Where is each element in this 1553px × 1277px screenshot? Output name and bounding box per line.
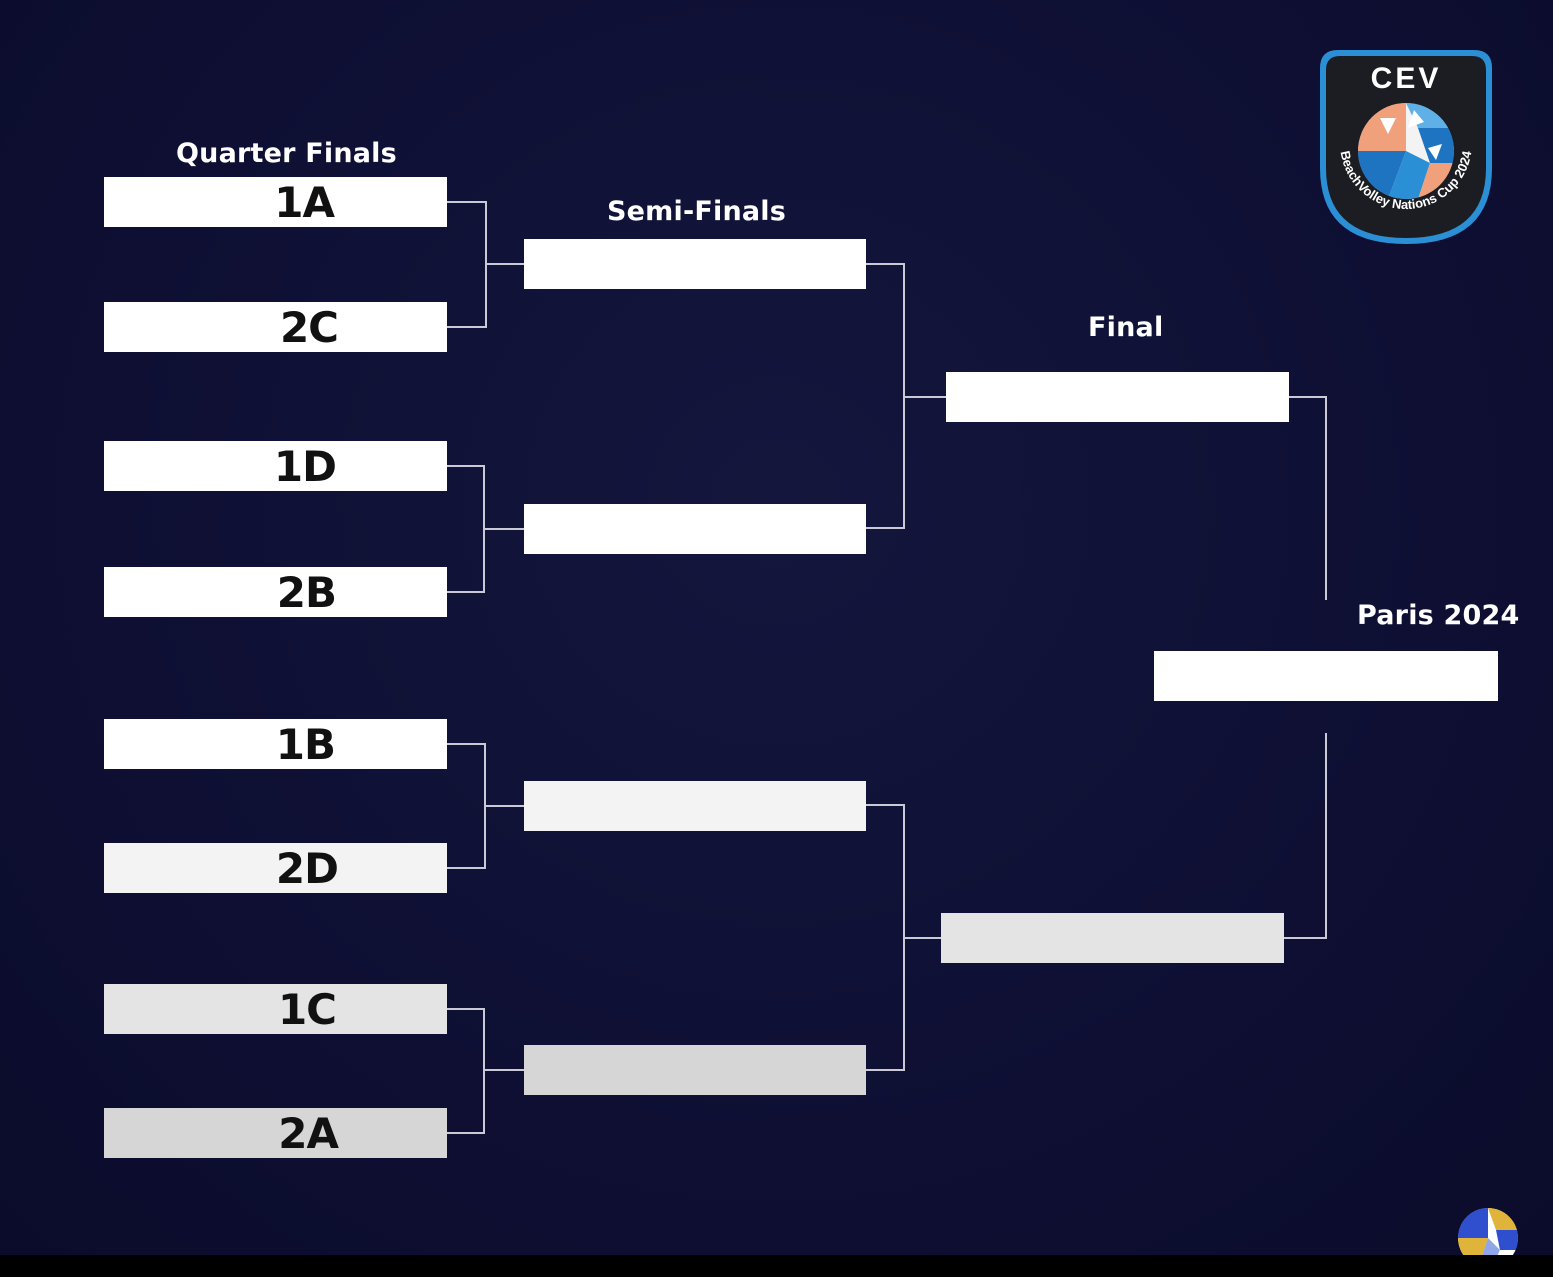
cev-logo: CEV BeachVolley Nations Cup 2024 bbox=[1320, 50, 1492, 244]
sf-seed-label bbox=[524, 1045, 730, 1095]
qf-slot-2: 2C bbox=[104, 302, 447, 352]
sf-seed-label bbox=[524, 239, 730, 289]
qf-seed-label: 1D bbox=[273, 442, 337, 491]
qf-seed-label: 2A bbox=[278, 1109, 339, 1158]
sf-seed-label bbox=[524, 781, 730, 831]
qf-seed-label: 2D bbox=[275, 844, 339, 893]
qf-seed-label: 2B bbox=[276, 568, 337, 617]
connector-qf4-sf4 bbox=[447, 1008, 485, 1134]
connector-final-bottom-paris bbox=[1284, 733, 1327, 939]
qf-slot-5: 1B bbox=[104, 719, 447, 769]
bottom-bar bbox=[0, 1255, 1553, 1277]
final-slot-1 bbox=[946, 372, 1289, 422]
paris-2024-slot bbox=[1154, 651, 1498, 701]
sf-slot-2 bbox=[524, 504, 866, 554]
connector-qf3-sf3 bbox=[447, 743, 486, 869]
qf-slot-7: 1C bbox=[104, 984, 447, 1034]
connector-final-top-paris bbox=[1289, 396, 1327, 600]
quarter-finals-header: Quarter Finals bbox=[176, 138, 397, 169]
connector-sf-top-final bbox=[866, 263, 905, 529]
final-seed-label bbox=[941, 913, 1147, 963]
qf-seed-label: 1C bbox=[277, 985, 337, 1034]
connector-qf2-sf2 bbox=[447, 465, 485, 593]
semi-finals-header: Semi-Finals bbox=[607, 196, 787, 227]
qf-seed-label: 2C bbox=[279, 303, 339, 352]
paris-seed-label bbox=[1154, 651, 1360, 701]
final-seed-label bbox=[946, 372, 1152, 422]
final-header: Final bbox=[1088, 312, 1164, 343]
qf-seed-label: 1A bbox=[274, 178, 335, 227]
sf-slot-3 bbox=[524, 781, 866, 831]
sf-slot-4 bbox=[524, 1045, 866, 1095]
qf-seed-label: 1B bbox=[275, 720, 336, 769]
paris-2024-header: Paris 2024 bbox=[1357, 600, 1520, 631]
qf-slot-4: 2B bbox=[104, 567, 447, 617]
connector-sf-bottom-final bbox=[866, 804, 905, 1071]
qf-slot-8: 2A bbox=[104, 1108, 447, 1158]
qf-slot-1: 1A bbox=[104, 177, 447, 227]
connector-qf1-sf1 bbox=[447, 201, 487, 328]
volleyball-icon bbox=[1358, 103, 1454, 199]
sf-slot-1 bbox=[524, 239, 866, 289]
qf-slot-3: 1D bbox=[104, 441, 447, 491]
final-slot-2 bbox=[941, 913, 1284, 963]
cev-logo-org: CEV bbox=[1371, 62, 1442, 95]
qf-slot-6: 2D bbox=[104, 843, 447, 893]
sf-seed-label bbox=[524, 504, 730, 554]
